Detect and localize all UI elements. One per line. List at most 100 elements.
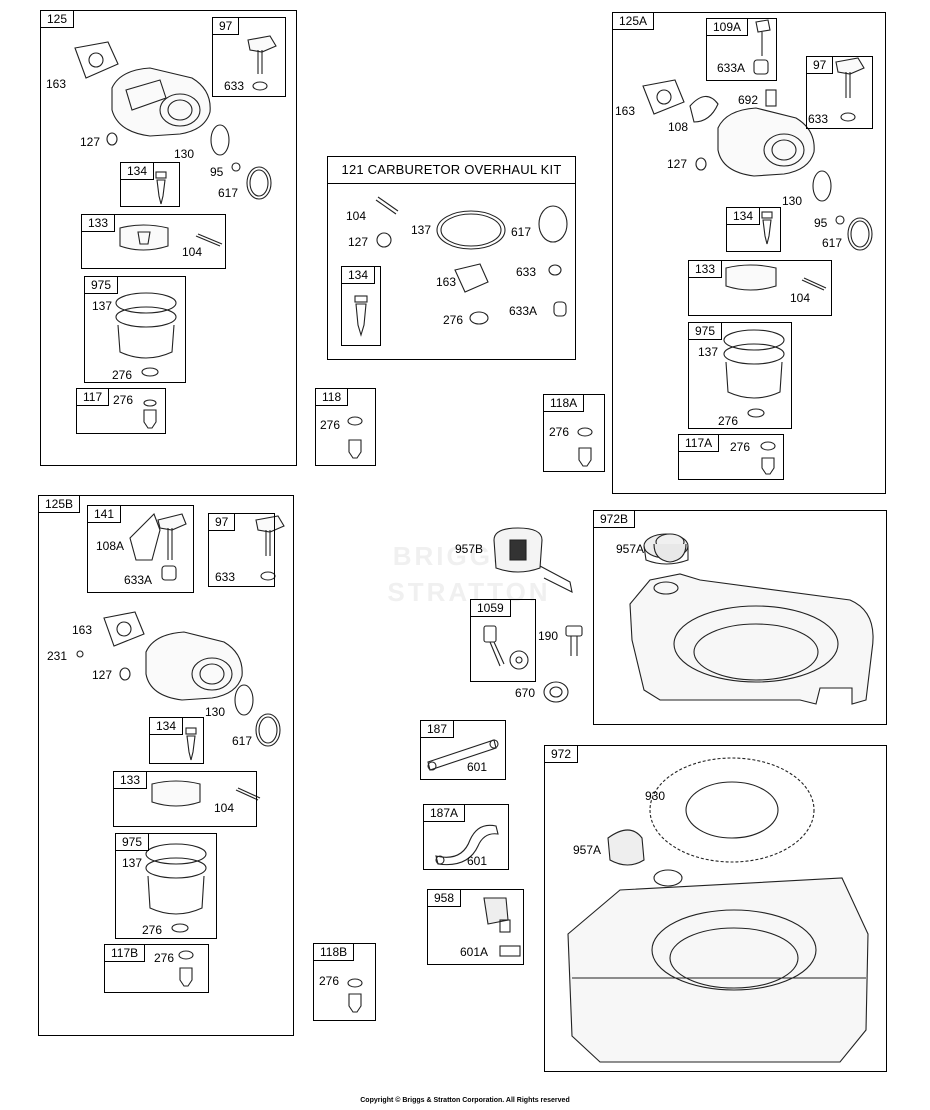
subgroup-97: 97 bbox=[208, 513, 275, 587]
subgroup-tag: 141 bbox=[88, 506, 122, 523]
group-tag: 125 bbox=[41, 11, 75, 28]
bowl-975-drawing bbox=[115, 292, 177, 377]
group-tag: 187A bbox=[424, 805, 466, 822]
group-187: 187 bbox=[420, 720, 506, 780]
fuel-tank-972-drawing bbox=[567, 757, 869, 1063]
label-276: 276 bbox=[154, 951, 175, 965]
label-127: 127 bbox=[80, 135, 101, 149]
label-633a: 633A bbox=[124, 573, 153, 587]
kit-121-drawing bbox=[354, 196, 568, 337]
subgroup-109a: 109A bbox=[706, 18, 777, 81]
subgroup-tag: 134 bbox=[727, 208, 761, 225]
spacer-670-drawing bbox=[543, 681, 569, 703]
label-633: 633 bbox=[516, 265, 537, 279]
label-104: 104 bbox=[214, 801, 235, 815]
copyright-notice: Copyright © Briggs & Stratton Corporatio… bbox=[360, 1097, 570, 1104]
label-163: 163 bbox=[46, 77, 67, 91]
subgroup-133: 133 bbox=[81, 214, 226, 269]
label-276: 276 bbox=[549, 425, 570, 439]
label-276: 276 bbox=[443, 313, 464, 327]
subgroup-134: 134 bbox=[341, 266, 381, 346]
label-127: 127 bbox=[667, 157, 688, 171]
label-108a: 108A bbox=[96, 539, 125, 553]
subgroup-tag: 134 bbox=[150, 718, 184, 735]
label-601: 601 bbox=[467, 760, 488, 774]
label-957b: 957B bbox=[455, 542, 484, 556]
subgroup-tag: 97 bbox=[213, 18, 240, 35]
label-633: 633 bbox=[224, 79, 245, 93]
label-601: 601 bbox=[467, 854, 488, 868]
label-95: 95 bbox=[814, 216, 828, 230]
label-617: 617 bbox=[232, 734, 253, 748]
label-104: 104 bbox=[182, 245, 203, 259]
subgroup-141: 141 bbox=[87, 505, 194, 593]
label-617: 617 bbox=[822, 236, 843, 250]
label-137: 137 bbox=[698, 345, 719, 359]
label-276: 276 bbox=[320, 418, 341, 432]
subgroup-tag: 97 bbox=[807, 57, 834, 74]
subgroup-tag: 117A bbox=[679, 435, 720, 452]
bolt-1059-drawing bbox=[483, 625, 529, 670]
label-633: 633 bbox=[215, 570, 236, 584]
group-tag: 118B bbox=[314, 944, 355, 961]
label-130: 130 bbox=[205, 705, 226, 719]
fuel-cap-957b-drawing bbox=[493, 527, 573, 593]
label-163: 163 bbox=[436, 275, 457, 289]
group-1059: 1059 bbox=[470, 599, 536, 682]
kit-title: 121 CARBURETOR OVERHAUL KIT bbox=[328, 157, 575, 184]
group-tag: 118 bbox=[316, 389, 349, 406]
group-187a: 187A bbox=[423, 804, 509, 870]
fuel-line-187-drawing bbox=[427, 739, 499, 771]
subgroup-tag: 134 bbox=[121, 163, 155, 180]
screw-97-drawing bbox=[247, 35, 277, 91]
bolt-190-drawing bbox=[565, 625, 583, 656]
label-104: 104 bbox=[346, 209, 367, 223]
label-276: 276 bbox=[730, 440, 751, 454]
label-276: 276 bbox=[142, 923, 163, 937]
subgroup-97: 97 bbox=[212, 17, 286, 97]
subgroup-975: 975 bbox=[115, 833, 217, 939]
group-118a: 118A bbox=[543, 394, 605, 472]
valve-958-drawing bbox=[483, 897, 521, 957]
label-95: 95 bbox=[210, 165, 224, 179]
label-137: 137 bbox=[92, 299, 113, 313]
label-617: 617 bbox=[511, 225, 532, 239]
subgroup-117: 117 bbox=[76, 388, 166, 434]
label-633a: 633A bbox=[717, 61, 746, 75]
group-tag: 972 bbox=[545, 746, 579, 763]
plug-118b-drawing bbox=[347, 978, 363, 1013]
label-108: 108 bbox=[668, 120, 689, 134]
label-231: 231 bbox=[47, 649, 68, 663]
carburetor-125b-drawing bbox=[76, 513, 285, 987]
subgroup-tag: 117B bbox=[105, 945, 146, 962]
carburetor-125a-drawing bbox=[642, 19, 873, 475]
label-601a: 601A bbox=[460, 945, 489, 959]
label-692: 692 bbox=[738, 93, 759, 107]
subgroup-133: 133 bbox=[688, 260, 832, 316]
subgroup-97: 97 bbox=[806, 56, 873, 129]
label-163: 163 bbox=[615, 104, 636, 118]
label-957a: 957A bbox=[573, 843, 602, 857]
label-163: 163 bbox=[72, 623, 93, 637]
carburetor-overhaul-kit: 121 CARBURETOR OVERHAUL KIT bbox=[327, 156, 576, 360]
group-tag: 125A bbox=[613, 13, 655, 30]
label-127: 127 bbox=[348, 235, 369, 249]
label-276: 276 bbox=[112, 368, 133, 382]
label-104: 104 bbox=[790, 291, 811, 305]
label-930: 930 bbox=[645, 789, 666, 803]
label-276: 276 bbox=[319, 974, 340, 988]
subgroup-tag: 133 bbox=[82, 215, 116, 232]
float-133-drawing bbox=[119, 224, 223, 251]
subgroup-975: 975 bbox=[688, 322, 792, 429]
group-tag: 118A bbox=[544, 395, 585, 412]
group-118: 118 bbox=[315, 388, 376, 466]
group-tag: 972B bbox=[594, 511, 636, 528]
subgroup-tag: 109A bbox=[707, 19, 749, 36]
subgroup-tag: 97 bbox=[209, 514, 236, 531]
label-130: 130 bbox=[174, 147, 195, 161]
group-972: 972 bbox=[544, 745, 887, 1072]
subgroup-tag: 975 bbox=[689, 323, 723, 340]
label-276: 276 bbox=[113, 393, 134, 407]
label-670: 670 bbox=[515, 686, 536, 700]
